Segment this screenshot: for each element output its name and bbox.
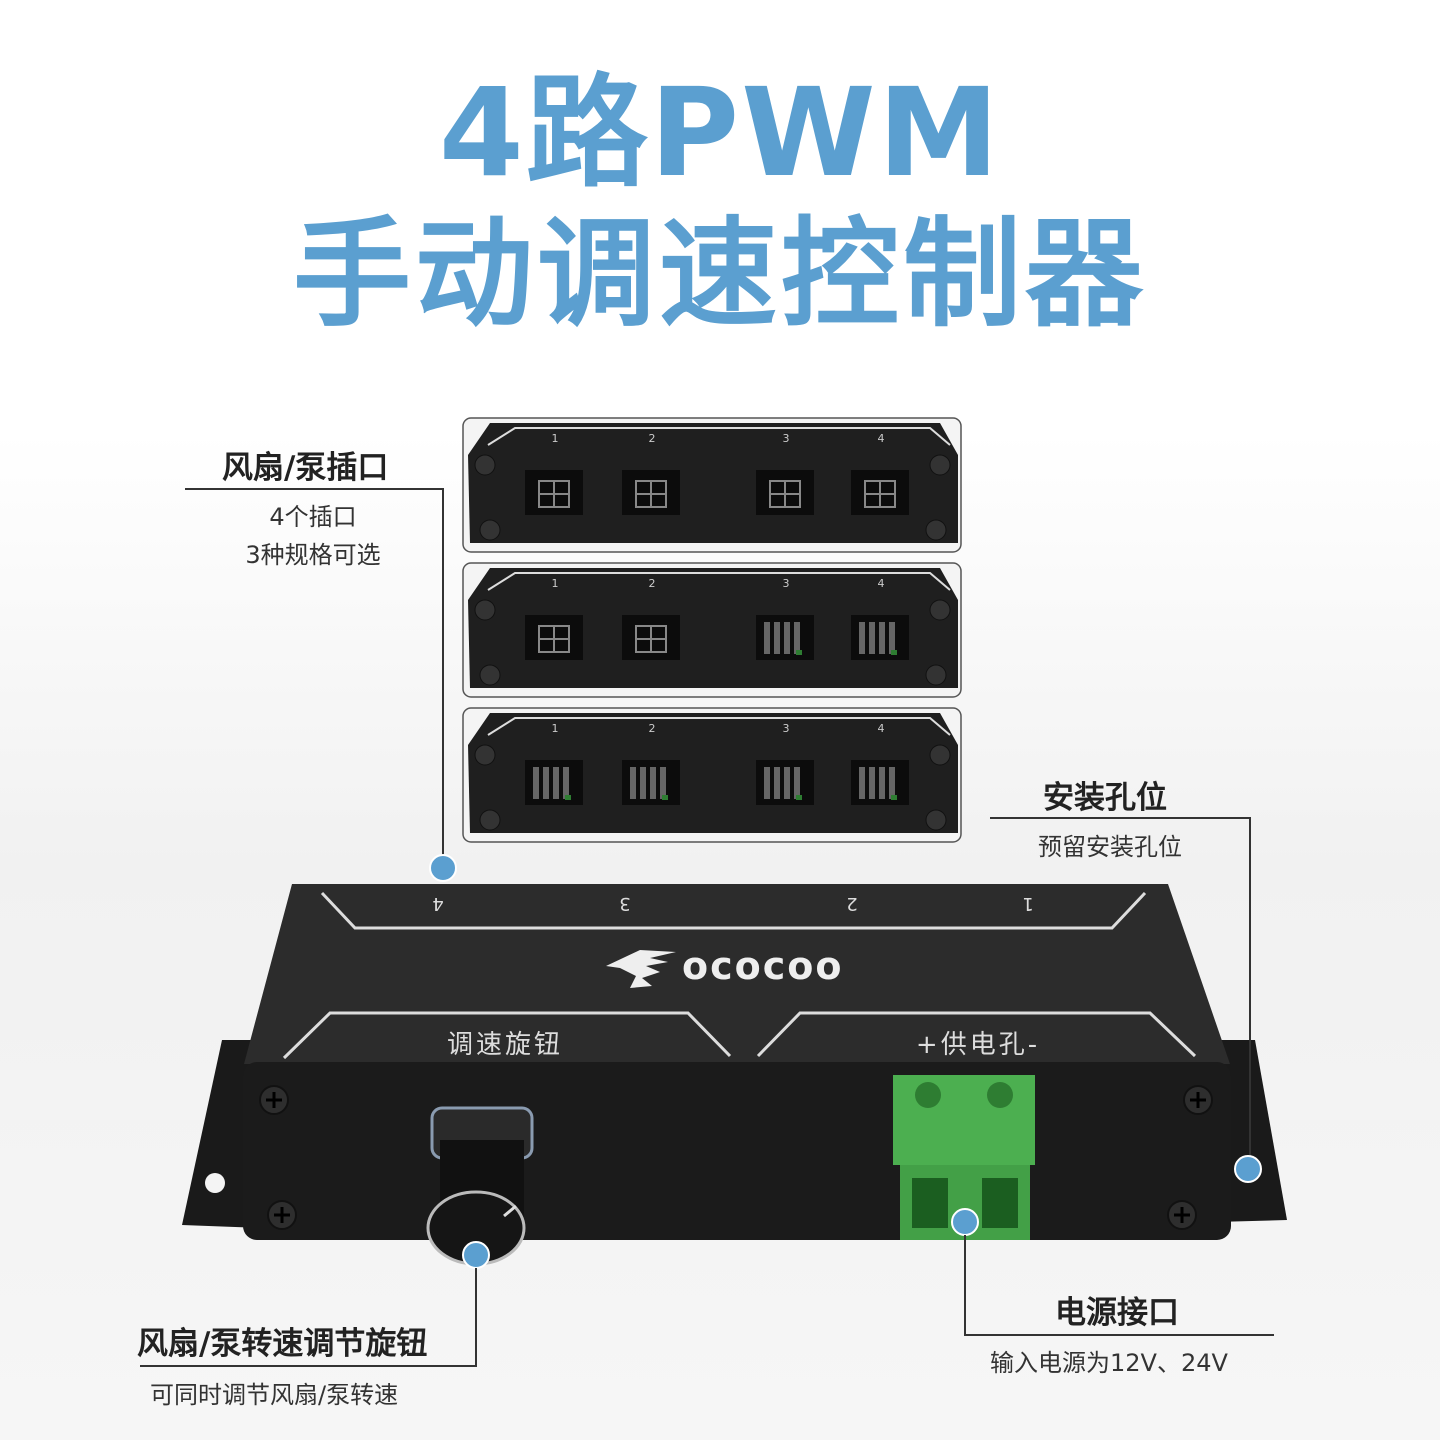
controller-device: 4 3 2 1 ococoo 调速旋钮 +供电孔- xyxy=(182,884,1287,1266)
marker-dot-icon xyxy=(1234,1155,1262,1183)
port-number: 3 xyxy=(783,432,790,445)
port-number: 2 xyxy=(649,577,656,590)
fan-port-slot xyxy=(622,760,680,805)
mount-hole-icon xyxy=(205,1173,225,1193)
screw-icon xyxy=(474,744,496,766)
right-flange xyxy=(1215,1040,1287,1222)
screw-icon xyxy=(925,664,947,686)
headline-line2: 手动调速控制器 xyxy=(292,205,1147,343)
mount-holes-desc: 预留安装孔位 xyxy=(1038,833,1182,861)
power-title: 电源接口 xyxy=(1055,1295,1179,1331)
knob-title: 风扇/泵转速调节旋钮 xyxy=(137,1326,428,1362)
top-port-number: 2 xyxy=(846,893,857,914)
port-number: 3 xyxy=(783,577,790,590)
power-terminal[interactable] xyxy=(893,1075,1035,1240)
screw-icon xyxy=(925,519,947,541)
screw-icon xyxy=(479,664,501,686)
marker-dot-icon xyxy=(951,1208,979,1236)
fan-port-grid xyxy=(622,615,680,660)
leader-line xyxy=(990,817,1251,819)
fan-port-slot xyxy=(756,760,814,805)
speed-knob[interactable] xyxy=(426,1106,534,1266)
leader-line xyxy=(185,488,444,490)
fan-port-slot xyxy=(851,760,909,805)
fan-ports-desc-1: 4个插口 xyxy=(269,503,357,531)
knob-label: 调速旋钮 xyxy=(447,1030,563,1060)
screw-icon xyxy=(929,454,951,476)
mount-holes-title: 安装孔位 xyxy=(1043,780,1167,816)
fan-port-grid xyxy=(851,470,909,515)
fan-ports-desc-2: 3种规格可选 xyxy=(245,541,381,569)
leader-line xyxy=(964,1235,966,1335)
fan-port-grid xyxy=(525,615,583,660)
brand-name: ococoo xyxy=(682,944,843,988)
port-number: 2 xyxy=(649,722,656,735)
screw-icon xyxy=(479,519,501,541)
port-number: 2 xyxy=(649,432,656,445)
leader-line xyxy=(140,1365,477,1367)
power-desc: 输入电源为12V、24V xyxy=(990,1349,1228,1377)
port-number: 4 xyxy=(878,577,885,590)
marker-dot-icon xyxy=(462,1241,490,1269)
brand-logo-icon xyxy=(606,950,676,988)
screw-icon xyxy=(925,809,947,831)
headline-line1: 4路PWM xyxy=(438,62,1002,204)
fan-port-grid xyxy=(756,470,814,515)
marker-dot-icon xyxy=(429,854,457,882)
fan-ports-title: 风扇/泵插口 xyxy=(222,450,389,486)
leader-line xyxy=(442,488,444,868)
leader-line xyxy=(475,1268,477,1366)
port-number: 1 xyxy=(552,432,559,445)
port-panel: 1 2 3 4 xyxy=(462,562,962,698)
port-panel: 1 2 3 4 xyxy=(462,417,962,553)
leader-line xyxy=(964,1334,1274,1336)
screw-icon xyxy=(929,744,951,766)
port-number: 4 xyxy=(878,432,885,445)
fan-port-grid xyxy=(525,470,583,515)
fan-port-slot xyxy=(851,615,909,660)
top-port-number: 4 xyxy=(432,893,443,914)
left-flange xyxy=(182,1040,262,1228)
port-panel: 1 2 3 4 xyxy=(462,707,962,843)
port-number: 1 xyxy=(552,577,559,590)
screw-icon xyxy=(474,454,496,476)
fan-port-slot xyxy=(756,615,814,660)
port-number: 3 xyxy=(783,722,790,735)
screw-icon xyxy=(479,809,501,831)
top-port-number: 3 xyxy=(619,893,630,914)
knob-desc: 可同时调节风扇/泵转速 xyxy=(150,1381,399,1409)
fan-port-slot xyxy=(525,760,583,805)
power-label: +供电孔- xyxy=(916,1030,1040,1060)
port-number: 1 xyxy=(552,722,559,735)
fan-port-grid xyxy=(622,470,680,515)
leader-line xyxy=(1249,817,1251,1167)
port-number: 4 xyxy=(878,722,885,735)
top-port-number: 1 xyxy=(1022,893,1033,914)
port-panels: 1 2 3 4 1 2 3 4 1 2 3 4 xyxy=(462,417,962,843)
device-front xyxy=(243,1062,1231,1240)
screw-icon xyxy=(929,599,951,621)
screw-icon xyxy=(474,599,496,621)
